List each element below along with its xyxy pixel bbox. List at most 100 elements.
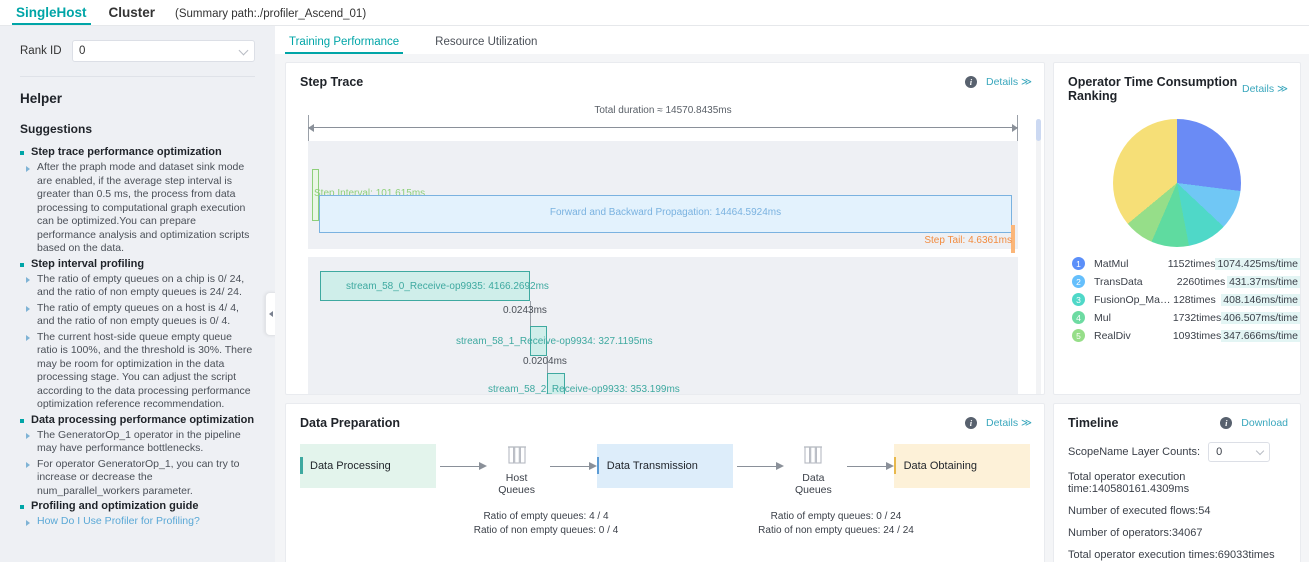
operator-value: 406.507ms/time: [1221, 311, 1300, 324]
stream-bar-0[interactable]: [320, 271, 530, 301]
suggestion-group-head: Step interval profiling: [20, 258, 255, 270]
tab-training-performance[interactable]: Training Performance: [285, 36, 417, 54]
gap-line-1: [547, 356, 548, 376]
operator-name: RealDiv: [1094, 329, 1131, 342]
data-preparation-flow: Data Processing: [300, 444, 1030, 496]
scopename-row: ScopeName Layer Counts: 0: [1068, 442, 1300, 462]
step-trace-details-link[interactable]: Details ≫: [985, 76, 1032, 88]
step-trace-card: Step Trace i Details ≫ Total duration ≈ …: [285, 62, 1045, 395]
host-queue-ratios: Ratio of empty queues: 4 / 4 Ratio of no…: [436, 510, 656, 538]
host-queues[interactable]: Host Queues: [487, 444, 545, 496]
data-preparation-body: Data Processing: [286, 430, 1044, 548]
operator-ranking-card: Operator Time Consumption Ranking Detail…: [1053, 62, 1301, 395]
operator-legend: 1 MatMul 1152times 1074.425ms/time 2 Tra…: [1054, 247, 1300, 342]
suggestion-group-head: Profiling and optimization guide: [20, 500, 255, 512]
stream-label-1: stream_58_1_Receive-op9934: 327.1195ms: [456, 336, 653, 347]
data-queues-label: Data Queues: [794, 472, 832, 496]
operator-name: TransData: [1094, 275, 1143, 288]
sidebar-collapse-handle[interactable]: [265, 292, 275, 336]
data-queue-ratios: Ratio of empty queues: 0 / 24 Ratio of n…: [726, 510, 946, 538]
timeline-stat: Total operator execution time:140580161.…: [1068, 471, 1190, 495]
timeline-header: Timeline i Download: [1054, 404, 1300, 430]
stage-data-transmission[interactable]: Data Transmission: [596, 444, 734, 488]
info-icon[interactable]: i: [1220, 417, 1233, 429]
operator-value: 347.666ms/time: [1221, 329, 1300, 342]
data-ratio-empty: Ratio of empty queues: 0 / 24: [770, 511, 902, 522]
tab-resource-utilization[interactable]: Resource Utilization: [435, 36, 538, 48]
legend-row[interactable]: 3 FusionOp_MatMul... 128times 408.146ms/…: [1072, 293, 1300, 306]
suggestion-link-item[interactable]: How Do I Use Profiler for Profiling?: [20, 515, 255, 529]
flow-arrow: [436, 444, 488, 488]
data-ratio-nonempty: Ratio of non empty queues: 24 / 24: [758, 525, 914, 536]
step-interval-label: Step Interval: 101.615ms: [314, 188, 426, 199]
stage-data-processing[interactable]: Data Processing: [300, 444, 437, 488]
queue-icon: [507, 446, 526, 464]
operator-ranking-details-link[interactable]: Details ≫: [1241, 83, 1288, 95]
info-icon[interactable]: i: [964, 417, 977, 429]
arrow-line: [737, 466, 777, 467]
data-preparation-card: Data Preparation i Details ≫ Data Proces…: [285, 403, 1045, 562]
operator-value: 1074.425ms/time: [1215, 257, 1300, 270]
arrow-head-icon: [776, 462, 785, 470]
operator-value: 408.146ms/time: [1221, 293, 1300, 306]
suggestion-text: The ratio of empty queues on a chip is 0…: [37, 272, 245, 299]
summary-path: (Summary path:./profiler_Ascend_01): [175, 8, 367, 20]
legend-row[interactable]: 2 TransData 2260times 431.37ms/time: [1072, 275, 1300, 288]
triangle-bullet-icon: [26, 433, 30, 439]
suggestion-group-title: Profiling and optimization guide: [31, 500, 199, 512]
profiler-guide-link[interactable]: How Do I Use Profiler for Profiling?: [37, 515, 200, 527]
step-tail-label: Step Tail: 4.6361ms: [924, 235, 1012, 246]
suggestion-group: Step interval profiling The ratio of emp…: [20, 258, 255, 412]
suggestion-item: The ratio of empty queues on a chip is 0…: [20, 273, 255, 300]
top-bar: SingleHost Cluster (Summary path:./profi…: [0, 0, 1309, 26]
arrow-line: [549, 466, 589, 467]
legend-row[interactable]: 4 Mul 1732times 406.507ms/time: [1072, 311, 1300, 324]
operator-name: MatMul: [1094, 257, 1129, 270]
operator-pie-chart[interactable]: [1113, 119, 1241, 247]
suggestion-item: For operator GeneratorOp_1, you can try …: [20, 458, 255, 499]
step-trace-scrollbar[interactable]: [1036, 119, 1041, 394]
suggestion-item: The GeneratorOp_1 operator in the pipeli…: [20, 429, 255, 456]
timeline-title: Timeline: [1068, 416, 1119, 430]
bullet-square-icon: [20, 418, 24, 423]
topbar-tab-cluster[interactable]: Cluster: [108, 5, 156, 20]
step-trace-actions: i Details ≫: [964, 76, 1032, 88]
stage-data-obtaining[interactable]: Data Obtaining: [893, 444, 1030, 488]
legend-row[interactable]: 1 MatMul 1152times 1074.425ms/time: [1072, 257, 1300, 270]
sidebar-divider: [20, 76, 255, 77]
stream-bar-1[interactable]: [530, 326, 547, 356]
duration-arrow: [308, 123, 1018, 132]
step-tail-bar[interactable]: [1011, 225, 1015, 253]
data-preparation-title: Data Preparation: [300, 416, 401, 430]
scrollbar-thumb[interactable]: [1036, 119, 1041, 141]
bullet-square-icon: [20, 505, 24, 509]
info-icon[interactable]: i: [964, 76, 977, 88]
step-interval-bar[interactable]: [312, 169, 319, 221]
operator-pie-chart-wrap: [1054, 119, 1300, 247]
rank-badge: 5: [1072, 329, 1085, 342]
suggestion-group-head: Step trace performance optimization: [20, 146, 255, 158]
content-tabs: Training Performance Resource Utilizatio…: [275, 26, 1309, 54]
suggestion-item: The ratio of empty queues on a host is 4…: [20, 302, 255, 329]
stream-label-0: stream_58_0_Receive-op9935: 4166.2692ms: [346, 281, 549, 292]
scopename-select[interactable]: 0: [1208, 442, 1271, 462]
host-ratio-empty: Ratio of empty queues: 4 / 4: [483, 511, 609, 522]
operator-ranking-actions: Details ≫: [1242, 83, 1288, 95]
scopename-value: 0: [1216, 446, 1223, 458]
rank-id-select[interactable]: 0: [72, 40, 255, 62]
rank-badge: 4: [1072, 311, 1085, 324]
legend-row[interactable]: 5 RealDiv 1093times 347.666ms/time: [1072, 329, 1300, 342]
stream-bar-2[interactable]: [547, 373, 565, 394]
topbar-tab-singlehost[interactable]: SingleHost: [8, 5, 101, 25]
timeline-download-link[interactable]: Download: [1241, 417, 1288, 429]
suggestion-group-title: Step trace performance optimization: [31, 146, 222, 158]
data-preparation-header: Data Preparation i Details ≫: [286, 404, 1044, 430]
suggestion-text: For operator GeneratorOp_1, you can try …: [37, 457, 240, 497]
operator-ranking-title: Operator Time Consumption Ranking: [1068, 75, 1238, 103]
data-preparation-details-link[interactable]: Details ≫: [985, 417, 1032, 429]
data-queues[interactable]: Data Queues: [784, 444, 842, 496]
forward-backward-bar[interactable]: Forward and Backward Propagation: 14464.…: [319, 195, 1012, 233]
total-duration-row: Total duration ≈ 14570.8435ms: [308, 105, 1018, 141]
scopename-label: ScopeName Layer Counts:: [1068, 446, 1201, 458]
timeline-card: Timeline i Download ScopeName Layer Coun…: [1053, 403, 1301, 562]
